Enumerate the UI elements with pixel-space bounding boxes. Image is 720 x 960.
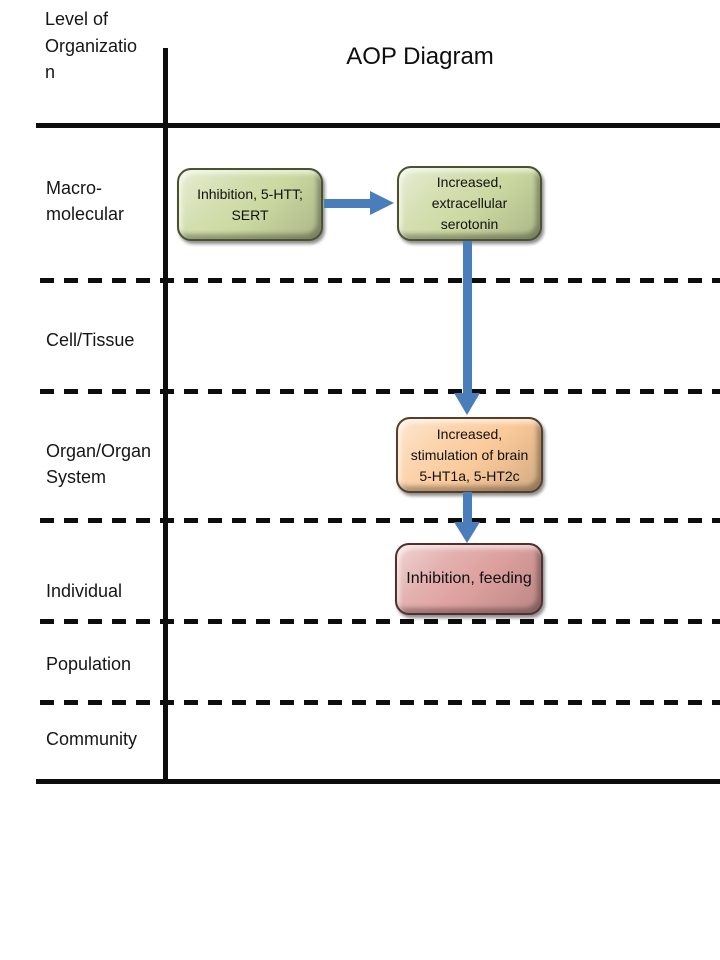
row-label-cell-tissue: Cell/Tissue [46, 330, 135, 350]
row-label-individual: Individual [46, 581, 123, 601]
node-increased-stimulation-brain-5ht1a-5ht2c: Increased, stimulation of brain 5-HT1a, … [396, 417, 543, 493]
row-label-population: Population [46, 654, 132, 674]
row-divider-5 [40, 700, 720, 705]
arrow-shaft [463, 241, 472, 393]
header-separator-line [36, 123, 720, 128]
row-divider-4 [40, 619, 720, 624]
arrow-shaft [324, 199, 370, 208]
row-divider-1 [40, 278, 720, 283]
bottom-border-line [36, 779, 720, 784]
axis-vertical-line [163, 48, 168, 782]
arrow-head-down-icon [454, 393, 480, 415]
level-of-organization-label: Level of Organizatio n [45, 9, 138, 82]
node-inhibition-feeding: Inhibition, feeding [395, 543, 543, 615]
node-inhibition-5htt-sert: Inhibition, 5-HTT; SERT [177, 168, 323, 241]
arrow-right-mie-to-serotonin [324, 191, 394, 216]
arrow-shaft [463, 492, 472, 522]
row-label-organ-system: Organ/Organ System [46, 441, 152, 487]
arrow-head-right-icon [370, 191, 394, 215]
node-increased-extracellular-serotonin: Increased, extracellular serotonin [397, 166, 542, 241]
row-divider-2 [40, 389, 720, 394]
row-divider-3 [40, 518, 720, 523]
arrow-down-serotonin-to-brain-stimulation [454, 241, 481, 415]
arrow-head-down-icon [454, 522, 480, 543]
diagram-title: AOP Diagram [346, 43, 494, 70]
row-label-macro-molecular: Macro- molecular [46, 178, 125, 224]
arrow-down-brain-stimulation-to-feeding [454, 492, 481, 543]
row-label-community: Community [46, 729, 138, 749]
